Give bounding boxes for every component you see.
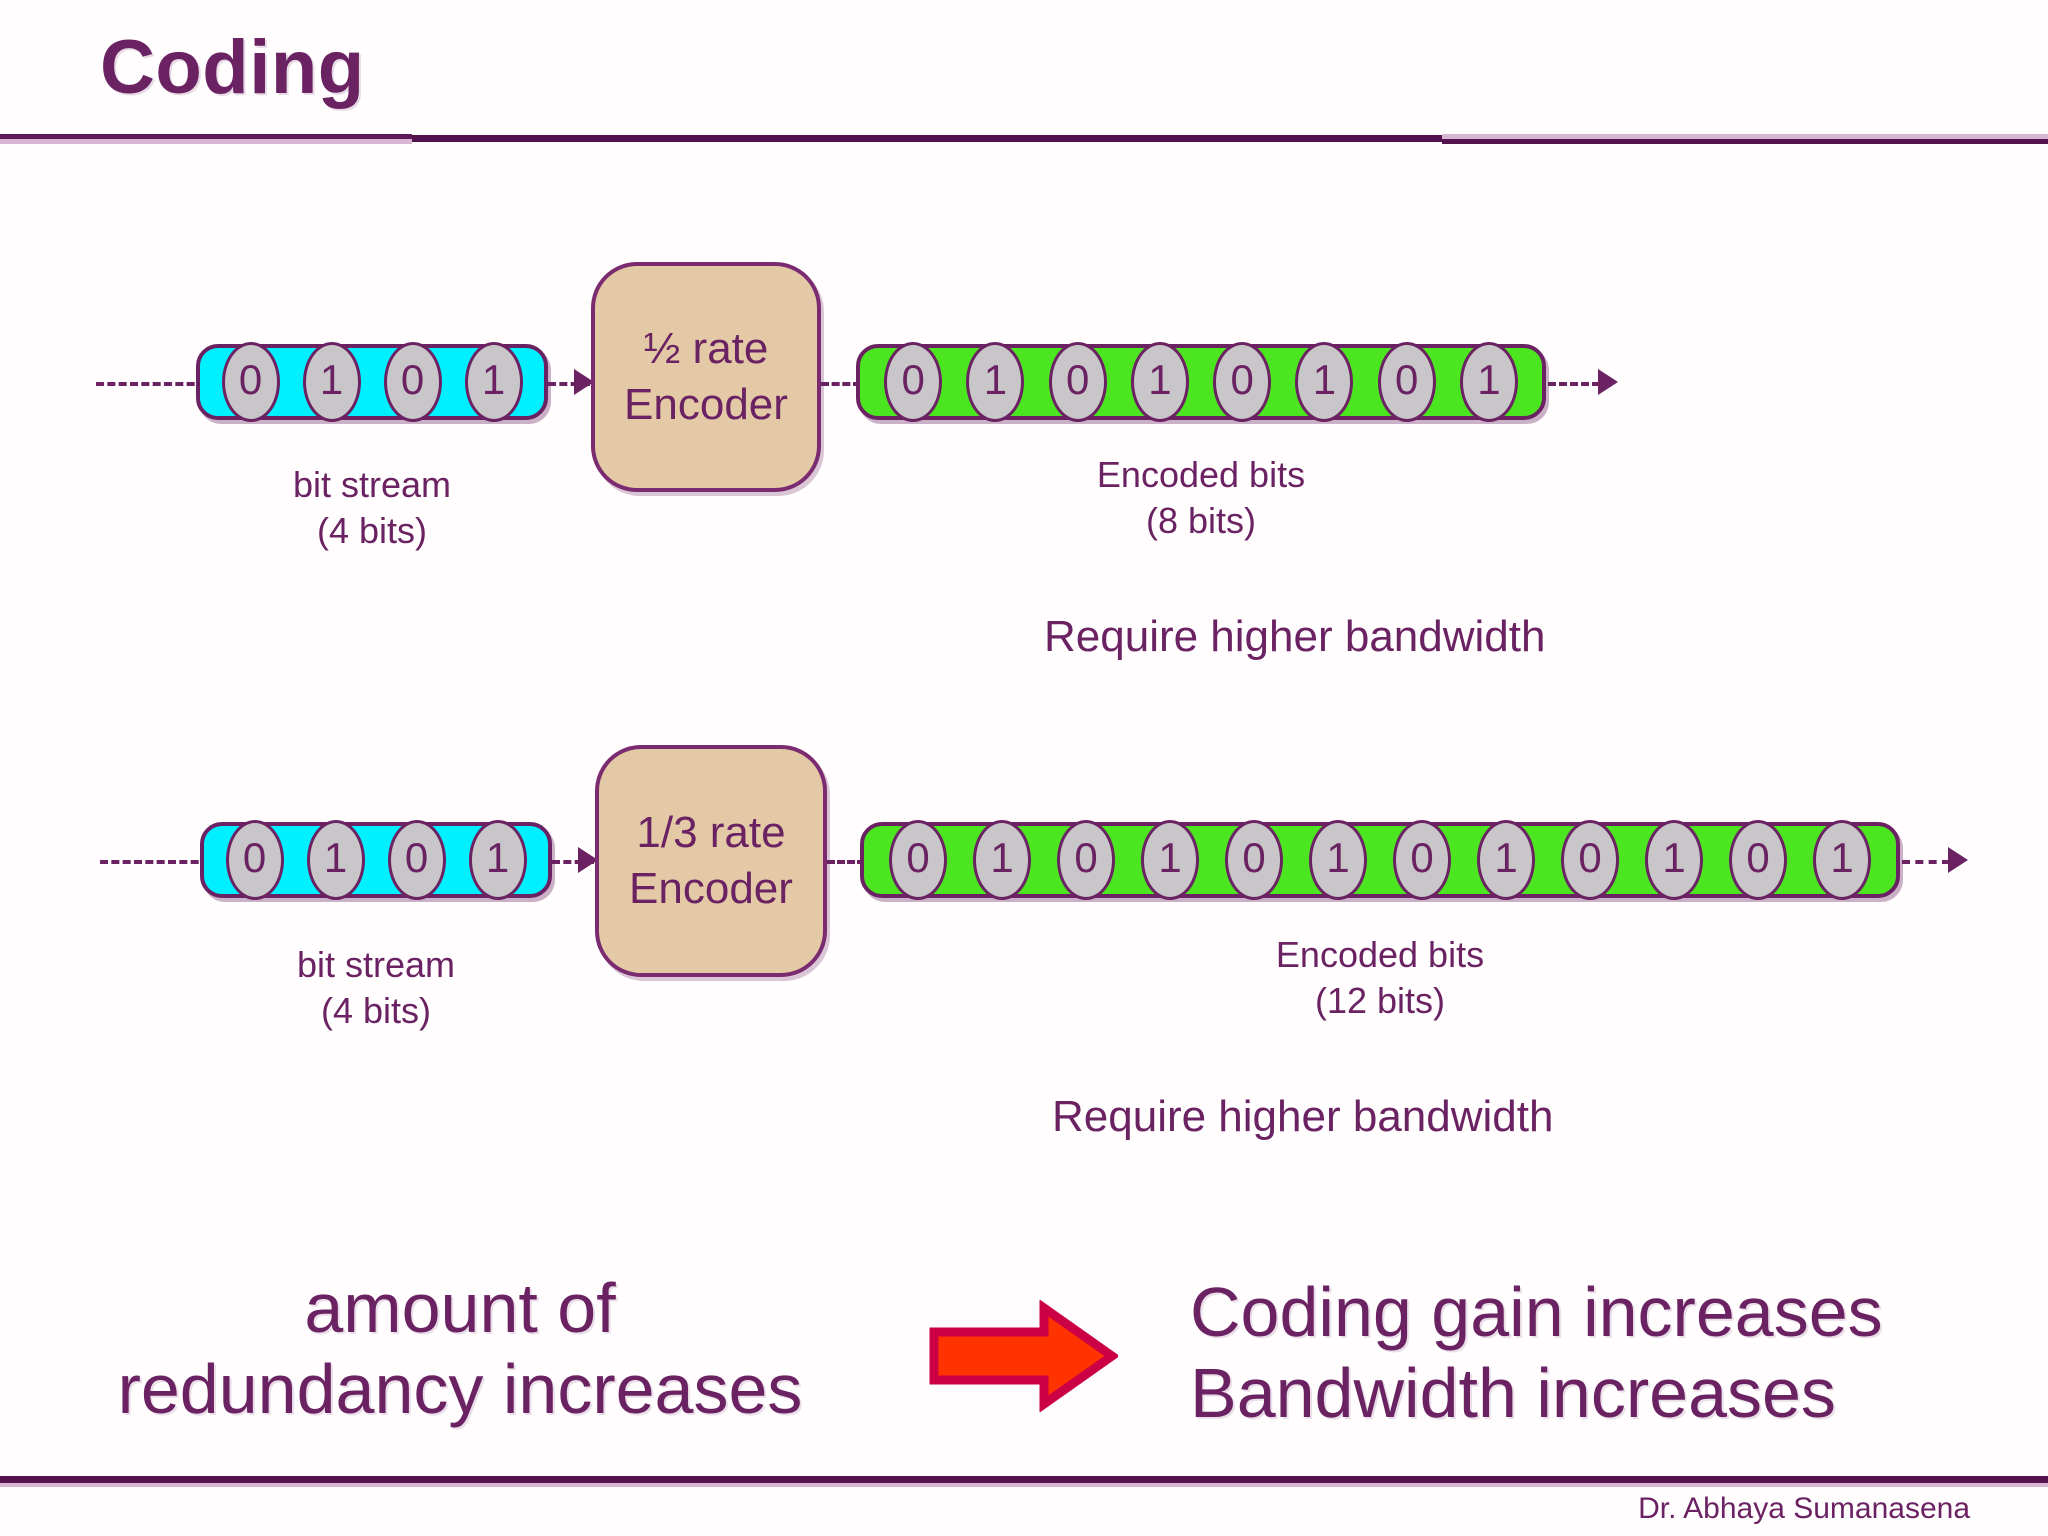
right-arrow-icon <box>929 1300 1118 1412</box>
conclusion-left-line2: redundancy increases <box>117 1350 803 1429</box>
bitstream-box-row1[interactable]: 0 1 0 1 <box>196 342 548 422</box>
bit-cell: 0 <box>1225 820 1283 900</box>
bitstream-caption-row2: bit stream (4 bits) <box>200 942 552 1034</box>
bit-cell: 1 <box>302 342 361 422</box>
conclusion-right-text: Coding gain increases Bandwidth increase… <box>1190 1272 1883 1434</box>
bandwidth-note-row2: Require higher bandwidth <box>1052 1092 1554 1141</box>
bit-cell: 1 <box>1459 342 1518 422</box>
link-line-encoder-to-output-row1 <box>821 382 861 386</box>
encoded-caption-row2: Encoded bits (12 bits) <box>860 932 1900 1024</box>
encoded-bits-box-row1[interactable]: 0 1 0 1 0 1 0 1 <box>856 342 1546 422</box>
bitstream-caption-line2: (4 bits) <box>316 510 428 552</box>
conclusion-right-line2: Bandwidth increases <box>1190 1354 1836 1433</box>
bitstream-caption-line1: bit stream <box>292 464 452 505</box>
bit-cell: 0 <box>1057 820 1115 900</box>
arrowhead-output-row2 <box>1948 847 1968 873</box>
input-line-row2 <box>100 860 210 864</box>
bandwidth-note-row1: Require higher bandwidth <box>1044 612 1546 661</box>
conclusion-left-line1: amount of <box>304 1269 616 1347</box>
bit-cell: 1 <box>1813 820 1871 900</box>
arrowhead-into-encoder-row1 <box>574 369 594 395</box>
encoded-caption-row1: Encoded bits (8 bits) <box>856 452 1546 544</box>
input-line-row1 <box>96 382 206 386</box>
bitstream-box-row2[interactable]: 0 1 0 1 <box>200 820 552 900</box>
encoder-rate-label: 1/3 rate <box>636 807 786 857</box>
bit-cell: 1 <box>1295 342 1354 422</box>
bit-cell: 0 <box>1561 820 1619 900</box>
footer-divider <box>0 1476 2048 1483</box>
encoded-bits-box-row2[interactable]: 0 1 0 1 0 1 0 1 0 1 0 1 <box>860 820 1900 900</box>
bit-cell: 0 <box>884 342 943 422</box>
bit-cell: 0 <box>889 820 947 900</box>
bitstream-caption-line2: (4 bits) <box>320 990 432 1032</box>
link-line-input-to-encoder-row1 <box>548 382 590 386</box>
encoded-caption-line2: (8 bits) <box>1145 500 1257 542</box>
bitstream-caption-row1: bit stream (4 bits) <box>196 462 548 554</box>
header-divider-segment-right <box>1442 134 2048 139</box>
bit-cell: 0 <box>1048 342 1107 422</box>
footer-credit: Dr. Abhaya Sumanasena <box>1638 1492 1970 1525</box>
bit-cell: 1 <box>966 342 1025 422</box>
bit-cell: 1 <box>464 342 523 422</box>
bit-cell: 1 <box>306 820 365 900</box>
encoder-block-third-rate[interactable]: 1/3 rate Encoder <box>595 745 827 977</box>
encoder-rate-label: ½ rate <box>643 323 769 373</box>
link-line-input-to-encoder-row2 <box>552 860 594 864</box>
bitstream-caption-line1: bit stream <box>296 944 456 985</box>
arrowhead-output-row1 <box>1598 369 1618 395</box>
bit-cell: 0 <box>1393 820 1451 900</box>
bit-cell: 0 <box>1377 342 1436 422</box>
bit-cell: 1 <box>973 820 1031 900</box>
header-divider-segment-middle <box>412 135 1442 142</box>
bit-cell: 1 <box>1141 820 1199 900</box>
bit-cell: 0 <box>387 820 446 900</box>
arrowhead-into-encoder-row2 <box>578 847 598 873</box>
header-divider <box>0 134 2048 144</box>
page-title: Coding <box>100 25 365 110</box>
encoder-block-half-rate[interactable]: ½ rate Encoder <box>591 262 821 492</box>
bit-cell: 1 <box>1645 820 1703 900</box>
encoded-caption-line2: (12 bits) <box>1314 980 1446 1022</box>
header-divider-segment-left <box>0 134 412 139</box>
bit-cell: 0 <box>221 342 280 422</box>
bit-cell: 1 <box>1477 820 1535 900</box>
bit-cell: 1 <box>1130 342 1189 422</box>
link-line-encoder-to-output-row2 <box>827 860 865 864</box>
encoder-name-label: Encoder <box>624 380 788 429</box>
output-line-row1 <box>1548 382 1600 386</box>
bit-cell: 1 <box>1309 820 1367 900</box>
bit-cell: 0 <box>1213 342 1272 422</box>
conclusion-right-line1: Coding gain increases <box>1190 1273 1883 1351</box>
bit-cell: 0 <box>383 342 442 422</box>
encoded-caption-line1: Encoded bits <box>1096 454 1306 495</box>
bit-cell: 1 <box>468 820 527 900</box>
bit-cell: 0 <box>225 820 284 900</box>
conclusion-left-text: amount of redundancy increases <box>40 1268 880 1430</box>
bit-cell: 0 <box>1729 820 1787 900</box>
encoder-name-label: Encoder <box>629 864 793 913</box>
output-line-row2 <box>1902 860 1950 864</box>
encoded-caption-line1: Encoded bits <box>1275 934 1485 975</box>
